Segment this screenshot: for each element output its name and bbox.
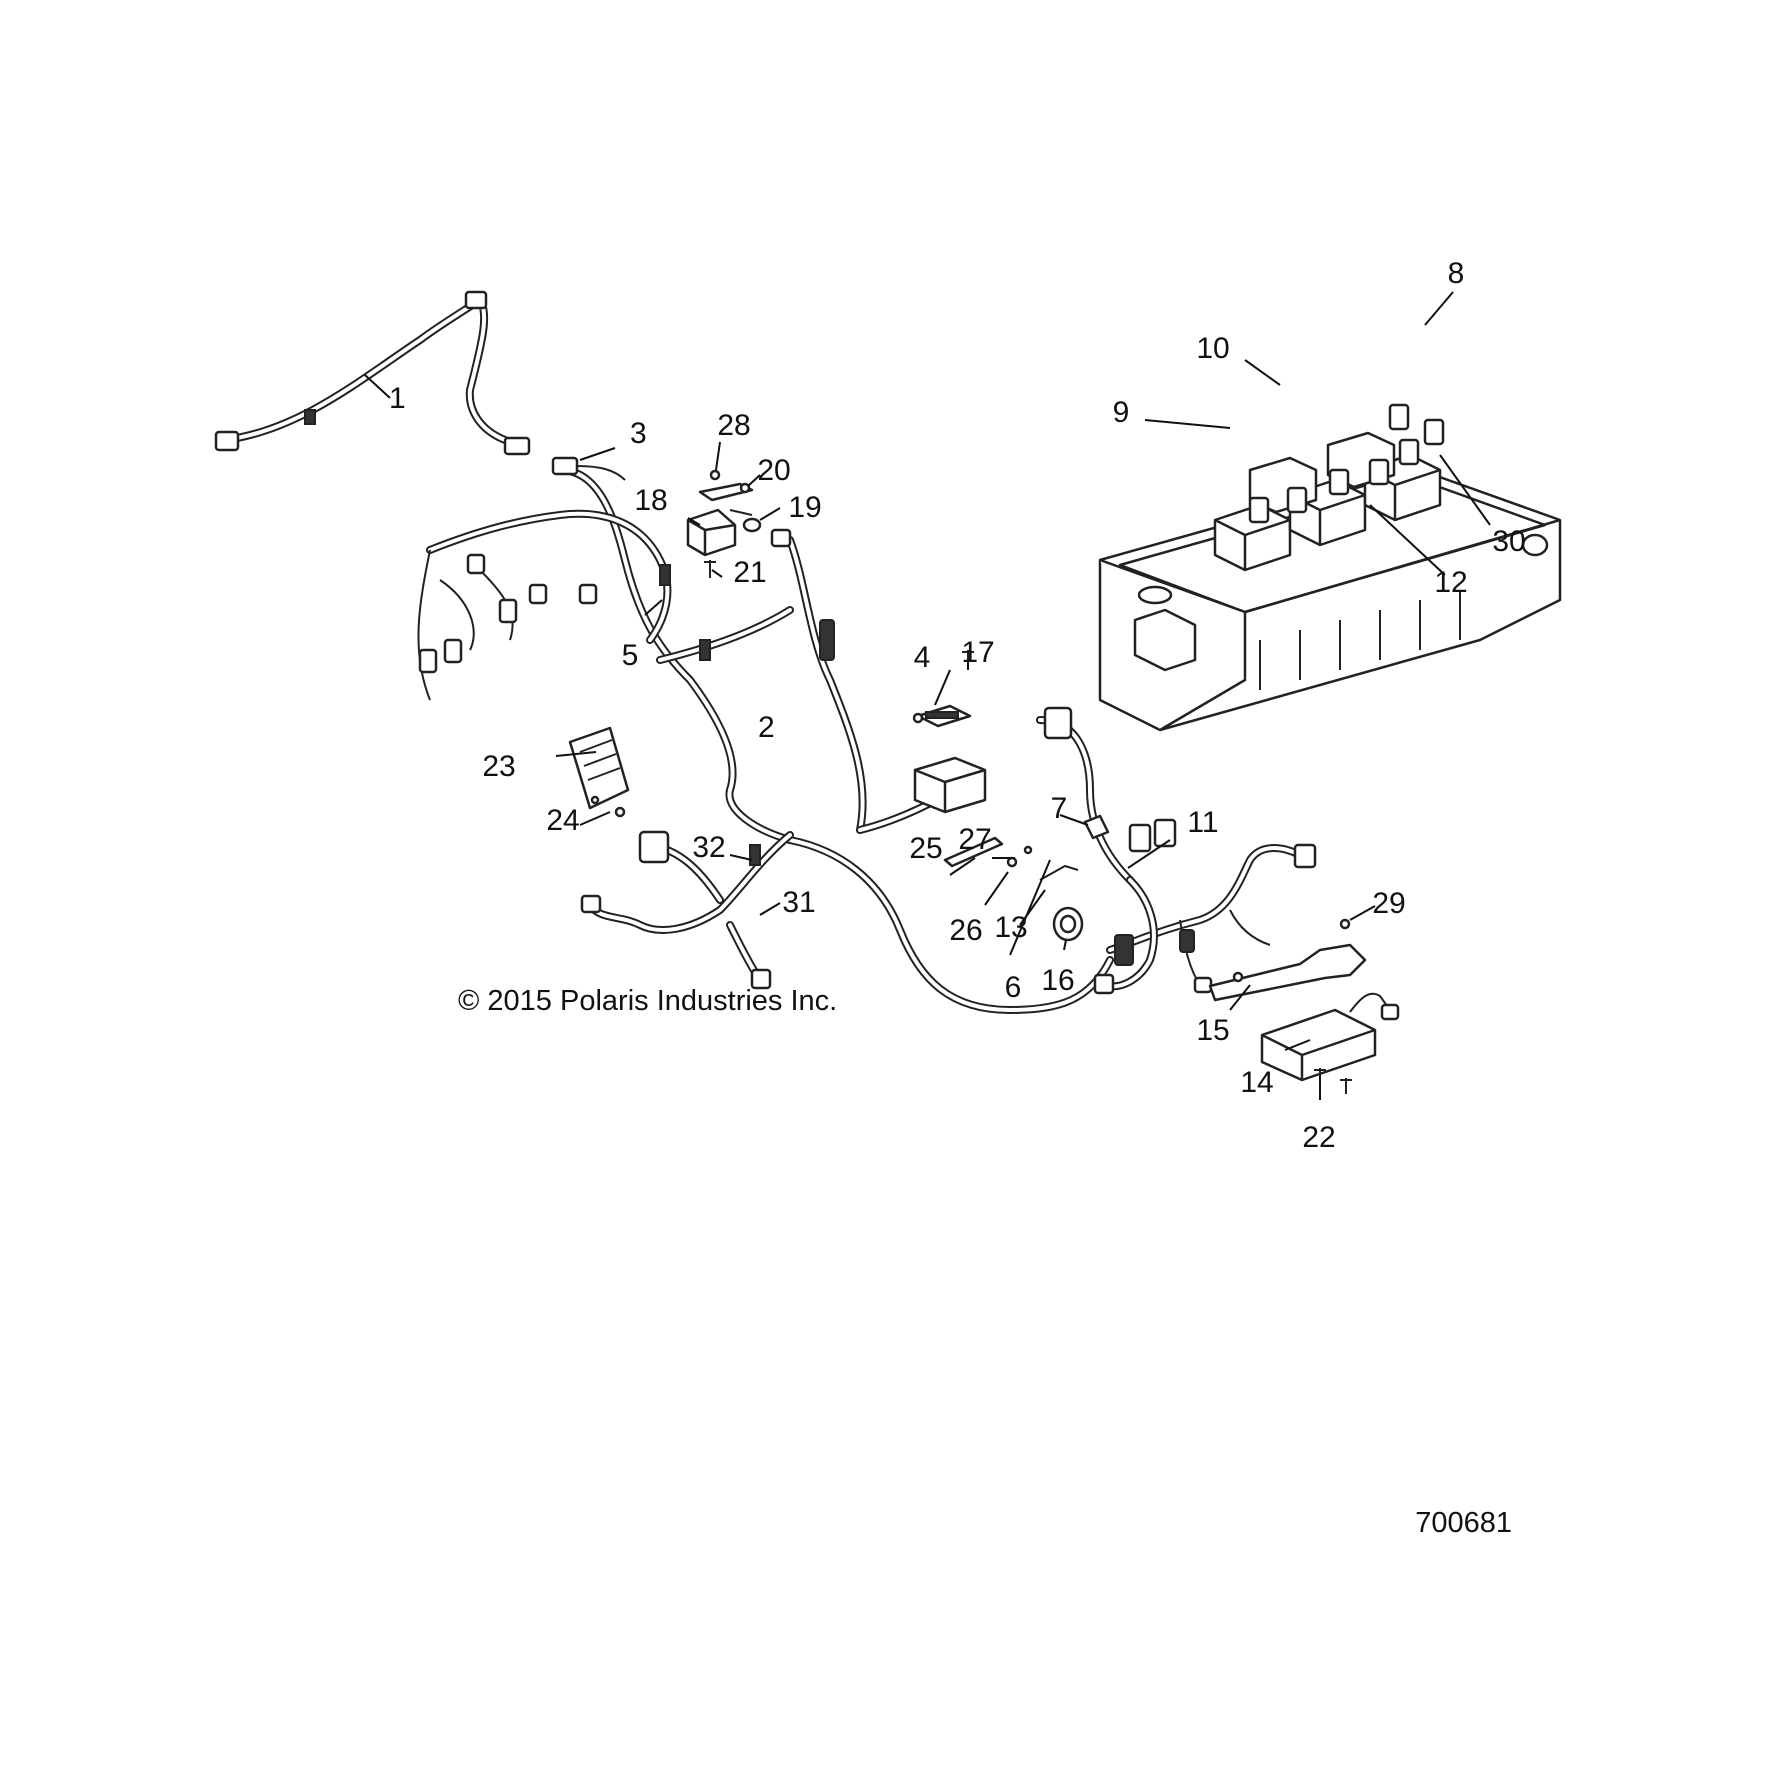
part-28-nut: [709, 469, 721, 481]
part-21-screw: [704, 560, 716, 578]
callout-24: 24: [546, 804, 579, 837]
callout-19: 19: [788, 491, 821, 524]
callout-3: 3: [630, 417, 647, 450]
callout-18: 18: [634, 484, 667, 517]
callout-5: 5: [622, 639, 639, 672]
callout-23: 23: [482, 750, 515, 783]
callout-13: 13: [994, 911, 1027, 944]
callout-20: 20: [757, 454, 790, 487]
callout-labels: 1 2 3 4 5 6 7 8 9 10 11 12 13 14 15 16 1…: [389, 257, 1526, 1154]
callout-12: 12: [1434, 566, 1467, 599]
callout-8: 8: [1448, 257, 1465, 290]
part-26-nut: [1006, 856, 1018, 868]
part-27-nut: [1023, 845, 1033, 855]
part-13-cable: [1039, 864, 1079, 881]
callout-10: 10: [1196, 332, 1229, 365]
callout-15: 15: [1196, 1014, 1229, 1047]
part-29-nut: [1339, 918, 1351, 930]
callout-1: 1: [389, 382, 406, 415]
callout-22: 22: [1302, 1121, 1335, 1154]
part-15-bracket: [1208, 943, 1367, 1002]
part-23-ecu: [568, 726, 630, 810]
callout-14: 14: [1240, 1066, 1273, 1099]
callout-25: 25: [909, 832, 942, 865]
part-8-relay-box: [1098, 403, 1562, 732]
part-18-relay: [686, 508, 737, 557]
right-harness: [1036, 706, 1317, 995]
callout-17: 17: [961, 636, 994, 669]
callout-31: 31: [782, 886, 815, 919]
copyright-notice: © 2015 Polaris Industries Inc.: [458, 985, 837, 1017]
callout-9: 9: [1113, 396, 1130, 429]
callout-2: 2: [758, 711, 775, 744]
callout-4: 4: [914, 641, 931, 674]
callout-7: 7: [1051, 792, 1068, 825]
part-24-screw: [614, 806, 626, 818]
part-25-bracket: [943, 836, 1004, 868]
callout-16: 16: [1041, 964, 1074, 997]
callout-26: 26: [949, 914, 982, 947]
callout-32: 32: [692, 831, 725, 864]
callout-11: 11: [1187, 806, 1218, 839]
callout-6: 6: [1005, 971, 1022, 1004]
part-7-connector: [1083, 814, 1110, 840]
part-3-connector: [551, 456, 626, 481]
part-20-bracket: [698, 482, 754, 502]
callout-28: 28: [717, 409, 750, 442]
part-19-clip: [729, 509, 762, 533]
part-16-grommet: [1052, 906, 1084, 942]
leader-lines: [364, 291, 1491, 1100]
lower-left-branch: [580, 830, 794, 990]
callout-30: 30: [1492, 525, 1525, 558]
callout-29: 29: [1372, 887, 1405, 920]
part-4-fuse-block: [912, 704, 987, 814]
figure-id: 700681: [1415, 1507, 1512, 1539]
part-14-regulator: [1260, 992, 1400, 1082]
part-1-harness: [214, 290, 531, 456]
callout-27: 27: [958, 823, 991, 856]
part-2-main-harness: [417, 466, 1114, 1014]
callout-21: 21: [733, 556, 766, 589]
